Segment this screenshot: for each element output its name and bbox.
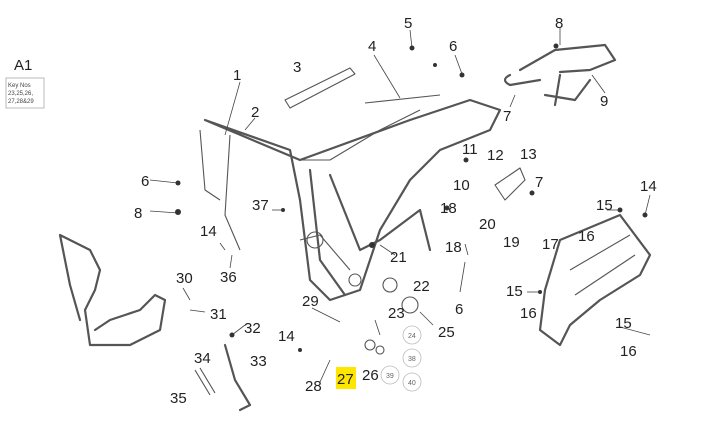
callout-20: 20 xyxy=(479,216,496,233)
callout-26: 26 xyxy=(362,367,379,384)
callout-39: 39 xyxy=(386,373,394,380)
callout-35: 35 xyxy=(170,390,187,407)
callout-15-bottom: 15 xyxy=(615,315,632,332)
page-code: A1 xyxy=(14,57,32,74)
key-note-line-3: 27,28&29 xyxy=(8,99,34,105)
ref-circle-24 xyxy=(402,325,422,345)
callout-10: 10 xyxy=(453,177,470,194)
ref-circle-40 xyxy=(402,372,422,392)
callout-16-top: 16 xyxy=(578,228,595,245)
callout-33: 33 xyxy=(250,353,267,370)
callout-12: 12 xyxy=(487,147,504,164)
callout-13: 13 xyxy=(520,146,537,163)
callout-28: 28 xyxy=(305,378,322,395)
callout-40: 40 xyxy=(408,380,416,387)
key-note-line-2: 23,25,26, xyxy=(8,91,33,97)
callout-30: 30 xyxy=(176,270,193,287)
engine-cradle xyxy=(58,233,167,347)
callout-17: 17 xyxy=(542,236,559,253)
cable xyxy=(364,94,441,104)
key-note-line-1: Key Nos xyxy=(8,83,31,89)
callout-14-bottom: 14 xyxy=(278,328,295,345)
ref-circle-38 xyxy=(402,348,422,368)
callout-14-left: 14 xyxy=(200,223,217,240)
callout-23: 23 xyxy=(388,305,405,322)
bolts xyxy=(175,43,648,352)
callout-38: 38 xyxy=(408,356,416,363)
callout-labels: 1 2 3 4 5 6 6 6 6 7 7 8 8 9 10 11 12 13 … xyxy=(134,15,657,407)
callout-3: 3 xyxy=(293,59,301,76)
callout-15-mid: 15 xyxy=(506,283,523,300)
main-frame xyxy=(199,98,502,302)
side-stand xyxy=(223,343,252,412)
spring-35 xyxy=(194,367,216,396)
callout-14-right: 14 xyxy=(640,178,657,195)
luggage-rack xyxy=(503,43,617,107)
leader-lines xyxy=(149,28,651,383)
callout-22: 22 xyxy=(413,278,430,295)
callout-16-mid: 16 xyxy=(520,305,537,322)
callout-6-left: 6 xyxy=(141,173,149,190)
callout-8-left: 8 xyxy=(134,205,142,222)
callout-25: 25 xyxy=(438,324,455,341)
callout-2: 2 xyxy=(251,104,259,121)
ref-circles xyxy=(380,325,422,392)
callout-7-right: 7 xyxy=(535,174,543,191)
callout-18-mid: 18 xyxy=(445,239,462,256)
rear-guard xyxy=(538,213,652,347)
callout-6-lower: 6 xyxy=(455,301,463,318)
callout-9: 9 xyxy=(600,93,608,110)
callout-37: 37 xyxy=(252,197,269,214)
key-note-header: A1 Key Nos 23,25,26, 27,28&29 xyxy=(5,57,45,109)
key-note-box xyxy=(5,77,45,109)
callout-19: 19 xyxy=(503,234,520,251)
callout-18-top: 18 xyxy=(440,200,457,217)
callout-8-top: 8 xyxy=(555,15,563,32)
callout-5: 5 xyxy=(404,15,412,32)
callout-27: 27 xyxy=(337,371,354,388)
callout-36: 36 xyxy=(220,269,237,286)
ref-circle-39 xyxy=(380,365,400,385)
callout-16-bottom: 16 xyxy=(620,343,637,360)
small-parts xyxy=(364,277,419,355)
callout-24: 24 xyxy=(408,333,416,340)
callout-32: 32 xyxy=(244,320,261,337)
bracket-12 xyxy=(494,167,526,201)
callout-21: 21 xyxy=(390,249,407,266)
callout-29: 29 xyxy=(302,293,319,310)
callout-15-top: 15 xyxy=(596,197,613,214)
callout-31: 31 xyxy=(210,306,227,323)
callout-7-top: 7 xyxy=(503,108,511,125)
callout-1: 1 xyxy=(233,67,241,84)
callout-6-top: 6 xyxy=(449,38,457,55)
callout-4: 4 xyxy=(368,38,376,55)
callout-34: 34 xyxy=(194,350,211,367)
highlight-27 xyxy=(336,367,356,389)
callout-11: 11 xyxy=(462,141,478,158)
chain-guard xyxy=(284,67,356,109)
